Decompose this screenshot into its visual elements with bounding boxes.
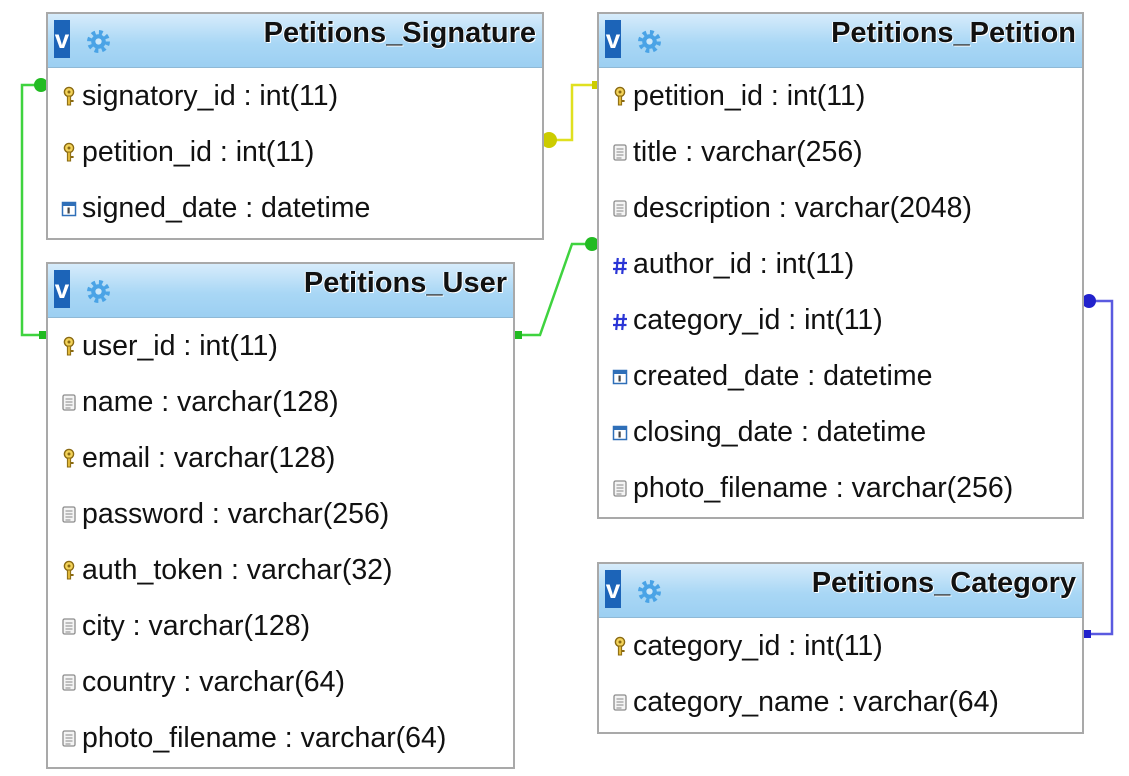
- column-label: signatory_id : int(11): [82, 79, 339, 112]
- column-row[interactable]: user_id : int(11): [48, 318, 513, 374]
- calendar-icon: [611, 363, 629, 389]
- column-row[interactable]: auth_token : varchar(32): [48, 542, 513, 598]
- column-row[interactable]: title : varchar(256): [599, 124, 1082, 180]
- v-badge-icon[interactable]: v: [54, 20, 70, 58]
- key-icon: [611, 633, 629, 659]
- column-label: title : varchar(256): [633, 135, 863, 168]
- text-icon: [60, 725, 78, 751]
- column-list: category_id : int(11) category_name : var…: [599, 618, 1082, 730]
- column-label: email : varchar(128): [82, 441, 336, 474]
- column-label: author_id : int(11): [633, 247, 855, 280]
- calendar-icon: [611, 419, 629, 445]
- text-icon: [611, 689, 629, 715]
- key-icon: [60, 445, 78, 471]
- key-icon: [60, 333, 78, 359]
- column-label: user_id : int(11): [82, 329, 278, 362]
- column-row[interactable]: category_id : int(11): [599, 618, 1082, 674]
- relation-user-petition: [514, 237, 599, 339]
- text-icon: [611, 139, 629, 165]
- gear-icon[interactable]: [86, 29, 111, 54]
- column-label: category_id : int(11): [633, 303, 883, 336]
- hash-icon: [611, 251, 629, 277]
- v-badge-icon[interactable]: v: [605, 570, 621, 608]
- table-title: Petitions_User: [303, 267, 507, 299]
- column-row[interactable]: photo_filename : varchar(256): [599, 460, 1082, 516]
- table-petitions-signature[interactable]: v Petitions_Signature signatory_id : int…: [46, 12, 544, 240]
- relation-signature-petition: [541, 81, 599, 148]
- column-row[interactable]: closing_date : datetime: [599, 404, 1082, 460]
- column-row[interactable]: created_date : datetime: [599, 348, 1082, 404]
- text-icon: [60, 501, 78, 527]
- table-header[interactable]: v Petitions_Petition: [599, 14, 1082, 68]
- key-icon: [60, 83, 78, 109]
- column-row[interactable]: signatory_id : int(11): [48, 68, 542, 124]
- column-row[interactable]: petition_id : int(11): [48, 124, 542, 180]
- column-row[interactable]: petition_id : int(11): [599, 68, 1082, 124]
- table-title: Petitions_Signature: [263, 17, 536, 49]
- column-row[interactable]: category_id : int(11): [599, 292, 1082, 348]
- column-label: auth_token : varchar(32): [82, 553, 393, 586]
- key-icon: [60, 557, 78, 583]
- column-label: category_id : int(11): [633, 629, 883, 662]
- column-row[interactable]: signed_date : datetime: [48, 180, 542, 236]
- column-label: name : varchar(128): [82, 385, 339, 418]
- table-petitions-category[interactable]: v Petitions_Category category_id : int(1…: [597, 562, 1084, 734]
- text-icon: [60, 613, 78, 639]
- text-icon: [60, 669, 78, 695]
- column-list: petition_id : int(11) title : varchar(256…: [599, 68, 1082, 516]
- table-title: Petitions_Petition: [831, 17, 1076, 49]
- column-list: signatory_id : int(11) petition_id : int(…: [48, 68, 542, 236]
- key-icon: [60, 139, 78, 165]
- relation-signature-user: [20, 78, 48, 339]
- text-icon: [611, 195, 629, 221]
- column-label: signed_date : datetime: [82, 191, 371, 224]
- gear-icon[interactable]: [637, 579, 662, 604]
- text-icon: [611, 475, 629, 501]
- column-row[interactable]: category_name : varchar(64): [599, 674, 1082, 730]
- column-label: closing_date : datetime: [633, 415, 927, 448]
- column-label: created_date : datetime: [633, 359, 933, 392]
- calendar-icon: [60, 195, 78, 221]
- column-row[interactable]: author_id : int(11): [599, 236, 1082, 292]
- table-title: Petitions_Category: [811, 567, 1076, 599]
- table-petitions-petition[interactable]: v Petitions_Petition petition_id : int(1…: [597, 12, 1084, 519]
- column-label: country : varchar(64): [82, 665, 345, 698]
- column-row[interactable]: city : varchar(128): [48, 598, 513, 654]
- gear-icon[interactable]: [86, 279, 111, 304]
- column-label: description : varchar(2048): [633, 191, 972, 224]
- column-label: city : varchar(128): [82, 609, 311, 642]
- column-label: petition_id : int(11): [82, 135, 315, 168]
- key-icon: [611, 83, 629, 109]
- text-icon: [60, 389, 78, 415]
- column-row[interactable]: photo_filename : varchar(64): [48, 710, 513, 766]
- table-header[interactable]: v Petitions_Signature: [48, 14, 542, 68]
- column-row[interactable]: email : varchar(128): [48, 430, 513, 486]
- v-badge-icon[interactable]: v: [605, 20, 621, 58]
- column-row[interactable]: country : varchar(64): [48, 654, 513, 710]
- column-label: photo_filename : varchar(64): [82, 721, 447, 754]
- column-row[interactable]: password : varchar(256): [48, 486, 513, 542]
- column-label: photo_filename : varchar(256): [633, 471, 1014, 504]
- column-row[interactable]: description : varchar(2048): [599, 180, 1082, 236]
- table-header[interactable]: v Petitions_User: [48, 264, 513, 318]
- relation-petition-category: [1082, 294, 1114, 638]
- column-list: user_id : int(11) name : varchar(128) emai…: [48, 318, 513, 766]
- column-label: petition_id : int(11): [633, 79, 866, 112]
- gear-icon[interactable]: [637, 29, 662, 54]
- table-petitions-user[interactable]: v Petitions_User user_id : int(11) name :…: [46, 262, 515, 769]
- table-header[interactable]: v Petitions_Category: [599, 564, 1082, 618]
- column-label: password : varchar(256): [82, 497, 390, 530]
- v-badge-icon[interactable]: v: [54, 270, 70, 308]
- column-row[interactable]: name : varchar(128): [48, 374, 513, 430]
- hash-icon: [611, 307, 629, 333]
- column-label: category_name : varchar(64): [633, 685, 999, 718]
